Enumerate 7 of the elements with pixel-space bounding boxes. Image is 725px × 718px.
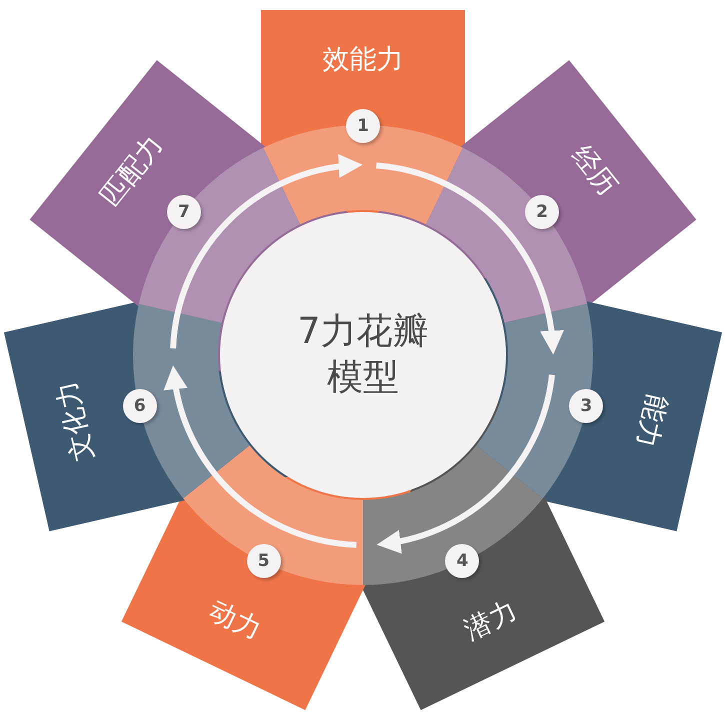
petal-label: 文化力 (46, 376, 104, 465)
petal-label: 动力 (202, 591, 268, 651)
model-title: 7力花瓣模型 (296, 310, 430, 400)
petal-label: 效能力 (322, 40, 404, 80)
petal-label: 能力 (625, 390, 676, 452)
petal-label: 潜力 (458, 591, 524, 651)
petal-label: 经历 (561, 137, 626, 205)
